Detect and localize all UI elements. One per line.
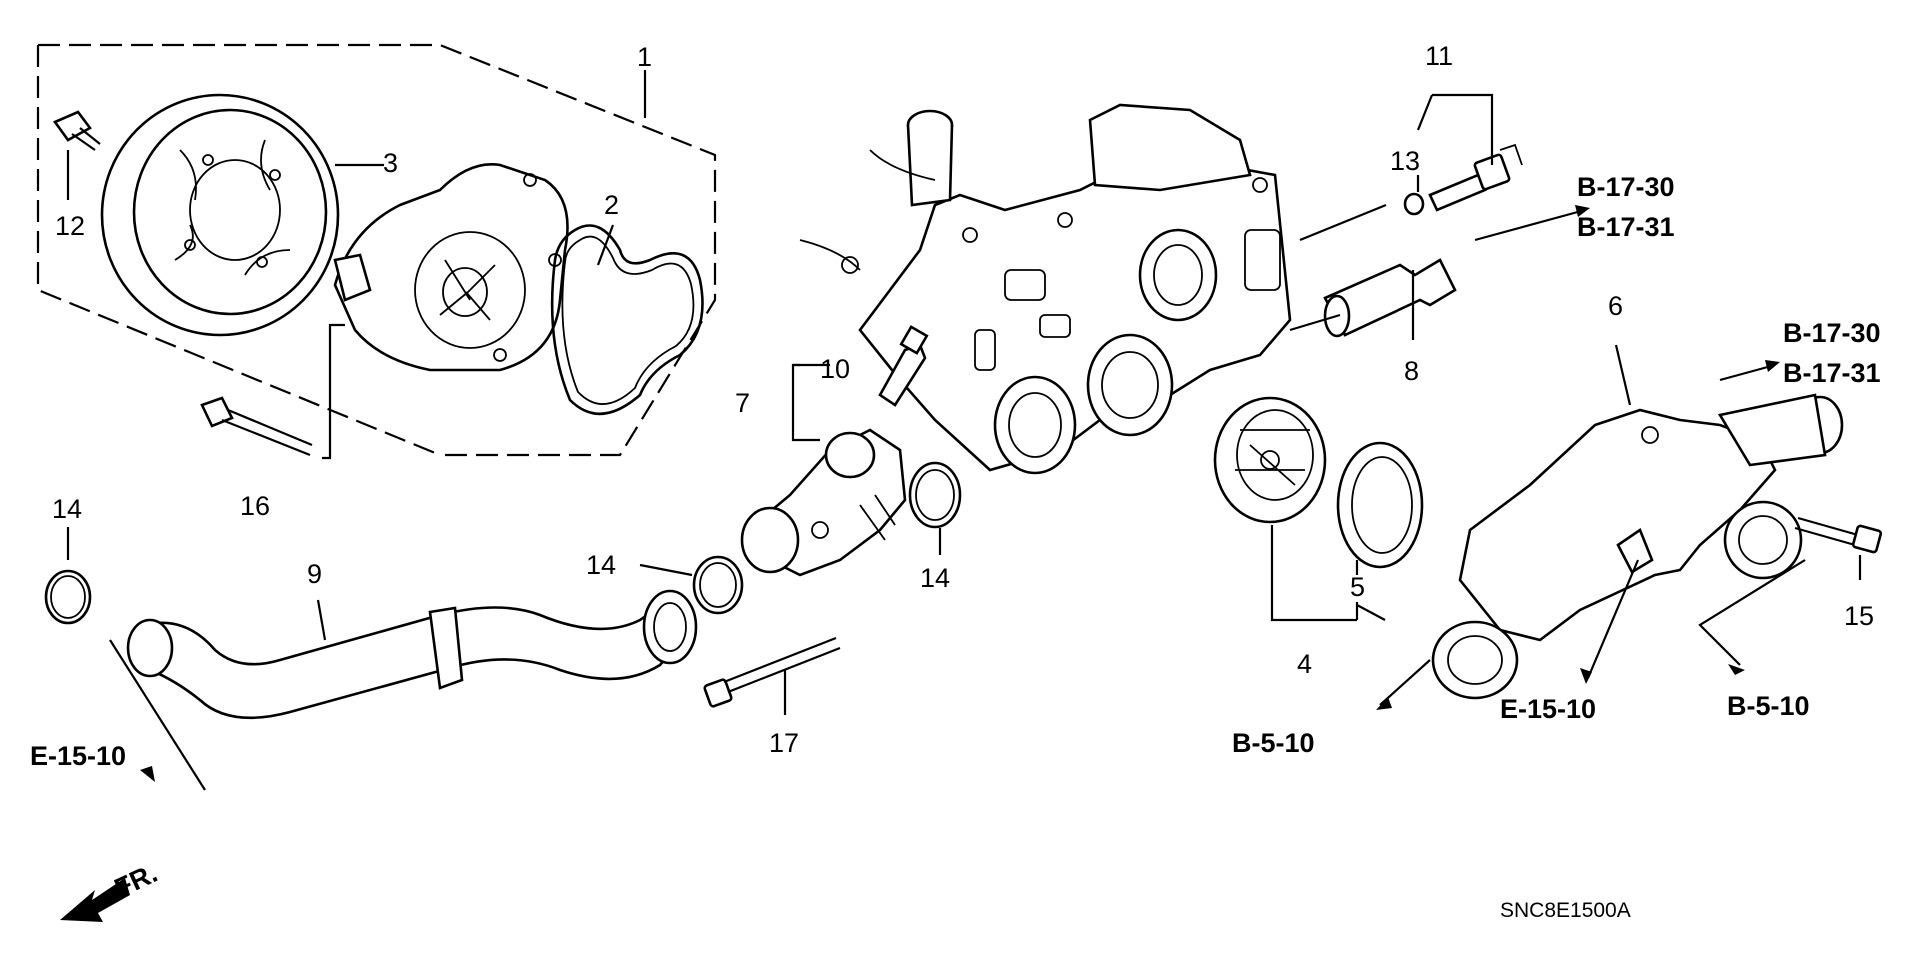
ref-b-17-30-right: B-17-30 (1783, 318, 1881, 348)
leader-16 (322, 323, 345, 460)
o-ring-part-14-b[interactable] (692, 555, 744, 615)
label-part-14-b: 14 (586, 550, 616, 580)
label-part-16: 16 (240, 491, 270, 521)
part-labels: 1 2 3 4 5 6 7 8 9 10 11 12 13 14 14 14 1… (52, 41, 1874, 758)
label-part-15: 15 (1844, 601, 1874, 631)
washer-part-13[interactable] (1403, 192, 1425, 216)
label-part-13: 13 (1390, 146, 1420, 176)
label-part-11: 11 (1425, 41, 1453, 71)
gasket-part-5[interactable] (1336, 441, 1424, 569)
label-part-2: 2 (604, 190, 619, 220)
water-inlet-part-7[interactable] (740, 428, 907, 577)
pump-gasket-part-2[interactable] (550, 224, 704, 416)
water-pipe-part-9[interactable] (126, 589, 698, 720)
label-part-6: 6 (1608, 291, 1623, 321)
label-part-14-c: 14 (920, 563, 950, 593)
connector-part-8[interactable] (1323, 258, 1457, 338)
ref-e-15-10-right: E-15-10 (1500, 694, 1596, 724)
temperature-sensor-part-10[interactable] (878, 325, 929, 407)
label-part-3: 3 (383, 148, 398, 178)
o-ring-part-14-c[interactable] (908, 461, 962, 529)
label-part-14-a: 14 (52, 494, 82, 524)
water-pump-body[interactable] (333, 163, 569, 372)
pulley-part[interactable] (100, 93, 340, 337)
ref-e-15-10-left: E-15-10 (30, 741, 126, 771)
label-part-4: 4 (1297, 649, 1312, 679)
label-part-5: 5 (1350, 572, 1365, 602)
label-part-1: 1 (637, 42, 652, 72)
label-part-17: 17 (769, 728, 799, 758)
thermostat-housing-block[interactable] (799, 103, 1292, 475)
ref-b-17-31-right: B-17-31 (1783, 358, 1881, 388)
label-part-10: 10 (820, 354, 850, 384)
ref-b-17-30-top: B-17-30 (1577, 172, 1675, 202)
sensor-part-11[interactable] (1428, 143, 1523, 212)
o-ring-part-14-a[interactable] (44, 569, 92, 625)
ref-b-17-31-top: B-17-31 (1577, 212, 1675, 242)
reference-labels: B-17-30 B-17-31 B-17-30 B-17-31 B-5-10 B… (30, 172, 1881, 771)
reference-arrows (140, 205, 1780, 782)
flange-bolt-part-17[interactable] (703, 636, 841, 708)
label-part-12: 12 (55, 211, 85, 241)
front-direction-indicator: FR. (60, 858, 162, 922)
flange-bolt-part-16[interactable] (200, 396, 313, 457)
label-part-9: 9 (307, 559, 322, 589)
water-pump-group-outline (36, 43, 717, 457)
front-arrow-icon (60, 878, 130, 922)
flange-bolt-part-12[interactable] (53, 110, 101, 151)
ref-b-5-10-center: B-5-10 (1232, 728, 1315, 758)
label-part-8: 8 (1404, 356, 1419, 386)
water-outlet-part-6[interactable] (1431, 393, 1844, 700)
flange-bolt-part-15[interactable] (1794, 516, 1883, 554)
ref-b-5-10-right: B-5-10 (1727, 691, 1810, 721)
label-part-7: 7 (735, 388, 750, 418)
thermostat-part-4[interactable] (1213, 396, 1327, 524)
diagram-code: SNC8E1500A (1500, 899, 1631, 922)
leader-lines (66, 70, 1862, 791)
